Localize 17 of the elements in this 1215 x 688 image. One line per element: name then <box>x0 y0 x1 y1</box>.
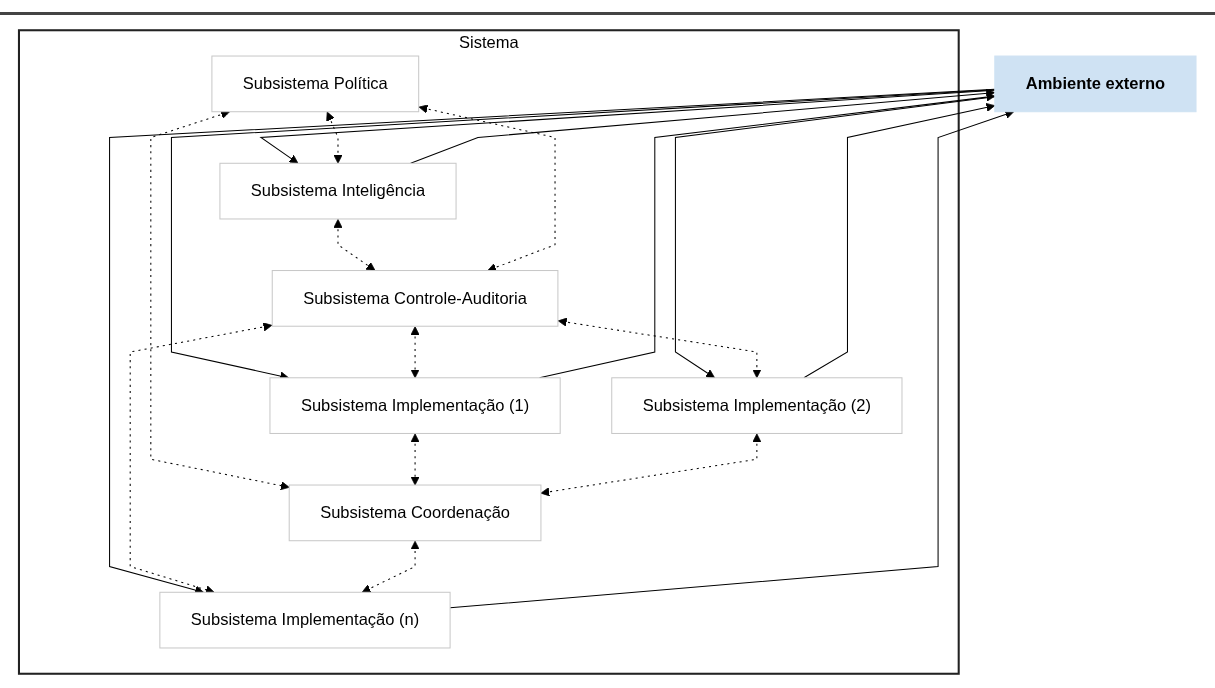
arrow <box>418 104 556 272</box>
arrow <box>557 317 762 379</box>
node-box: Subsistema Implementação (n) <box>159 591 451 649</box>
arrow <box>410 326 420 379</box>
node-box: Subsistema Política <box>211 55 420 113</box>
node-box: Subsistema Implementação (2) <box>611 377 903 434</box>
arrow <box>326 111 343 164</box>
node-box: Ambiente externo <box>994 55 1197 113</box>
arrow <box>540 433 762 497</box>
node-box: Subsistema Coordenação <box>288 484 542 542</box>
arrow <box>410 433 420 486</box>
node-box: Subsistema Controle-Auditoria <box>271 270 559 327</box>
node-box: Subsistema Inteligência <box>219 162 457 220</box>
arrow <box>150 110 290 491</box>
node-box: Subsistema Implementação (1) <box>269 377 561 434</box>
arrow <box>333 218 376 271</box>
arrow <box>361 540 420 593</box>
